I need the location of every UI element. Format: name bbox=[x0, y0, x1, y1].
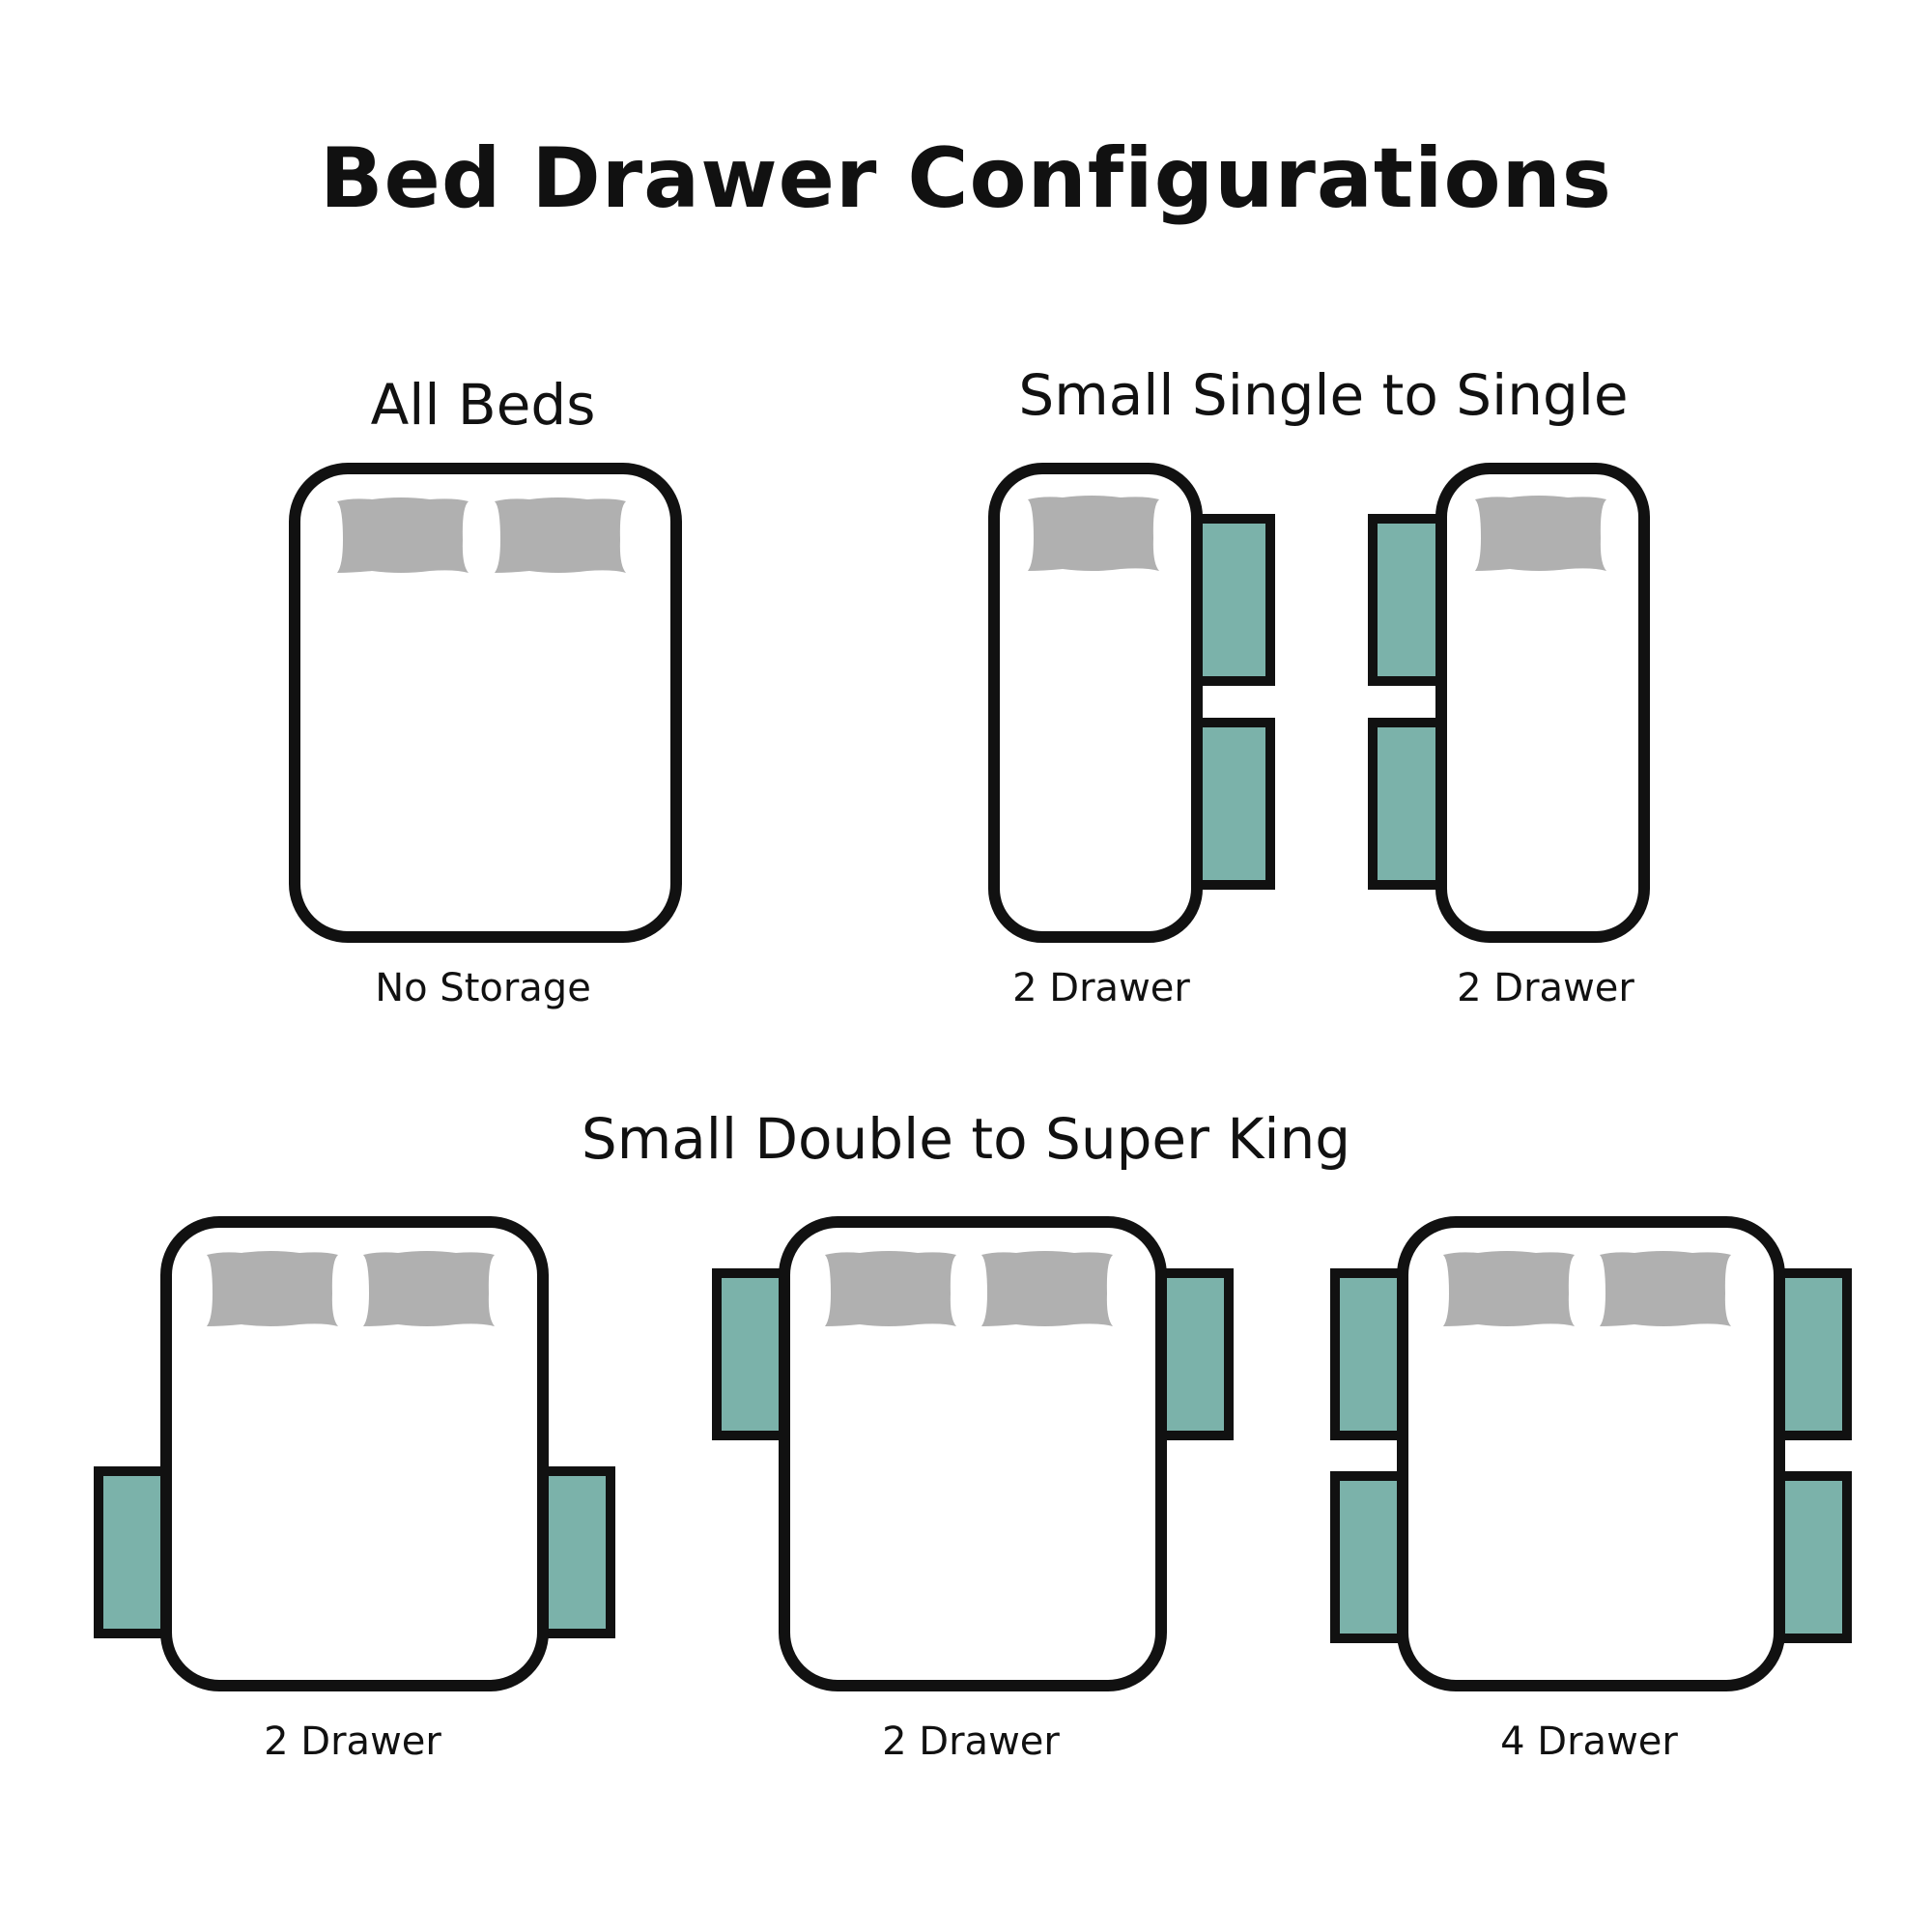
bed-caption-no-storage: No Storage bbox=[375, 966, 591, 1010]
pillow-icon bbox=[1475, 496, 1606, 571]
pillow-icon bbox=[363, 1251, 495, 1326]
bed-caption-single-left: 2 Drawer bbox=[1457, 966, 1634, 1010]
group-heading-small-double: Small Double to Super King bbox=[581, 1106, 1351, 1172]
bed-double-four-drawers bbox=[1330, 1216, 1852, 1691]
bed-no-storage bbox=[289, 463, 682, 943]
bed-caption-double-four: 4 Drawer bbox=[1500, 1719, 1678, 1764]
pillow-icon bbox=[825, 1251, 956, 1326]
group-heading-all-beds: All Beds bbox=[370, 372, 596, 438]
bed-caption-double-foot: 2 Drawer bbox=[264, 1719, 441, 1764]
pillow-icon bbox=[1443, 1251, 1575, 1326]
bed-double-drawers-head bbox=[712, 1216, 1234, 1691]
pillow-icon bbox=[207, 1251, 338, 1326]
pillow-icon bbox=[1028, 496, 1159, 571]
bed-single-drawers-left bbox=[1368, 463, 1650, 943]
group-heading-small-single: Small Single to Single bbox=[1018, 362, 1629, 428]
pillow-icon bbox=[337, 497, 469, 573]
pillow-icon bbox=[1600, 1251, 1731, 1326]
bed-double-drawers-foot bbox=[94, 1216, 615, 1691]
bed-caption-double-head: 2 Drawer bbox=[882, 1719, 1060, 1764]
pillow-icon bbox=[495, 497, 626, 573]
bed-caption-single-right: 2 Drawer bbox=[1012, 966, 1190, 1010]
bed-single-drawers-right bbox=[988, 463, 1275, 943]
pillow-icon bbox=[981, 1251, 1113, 1326]
page-title: Bed Drawer Configurations bbox=[320, 130, 1612, 227]
